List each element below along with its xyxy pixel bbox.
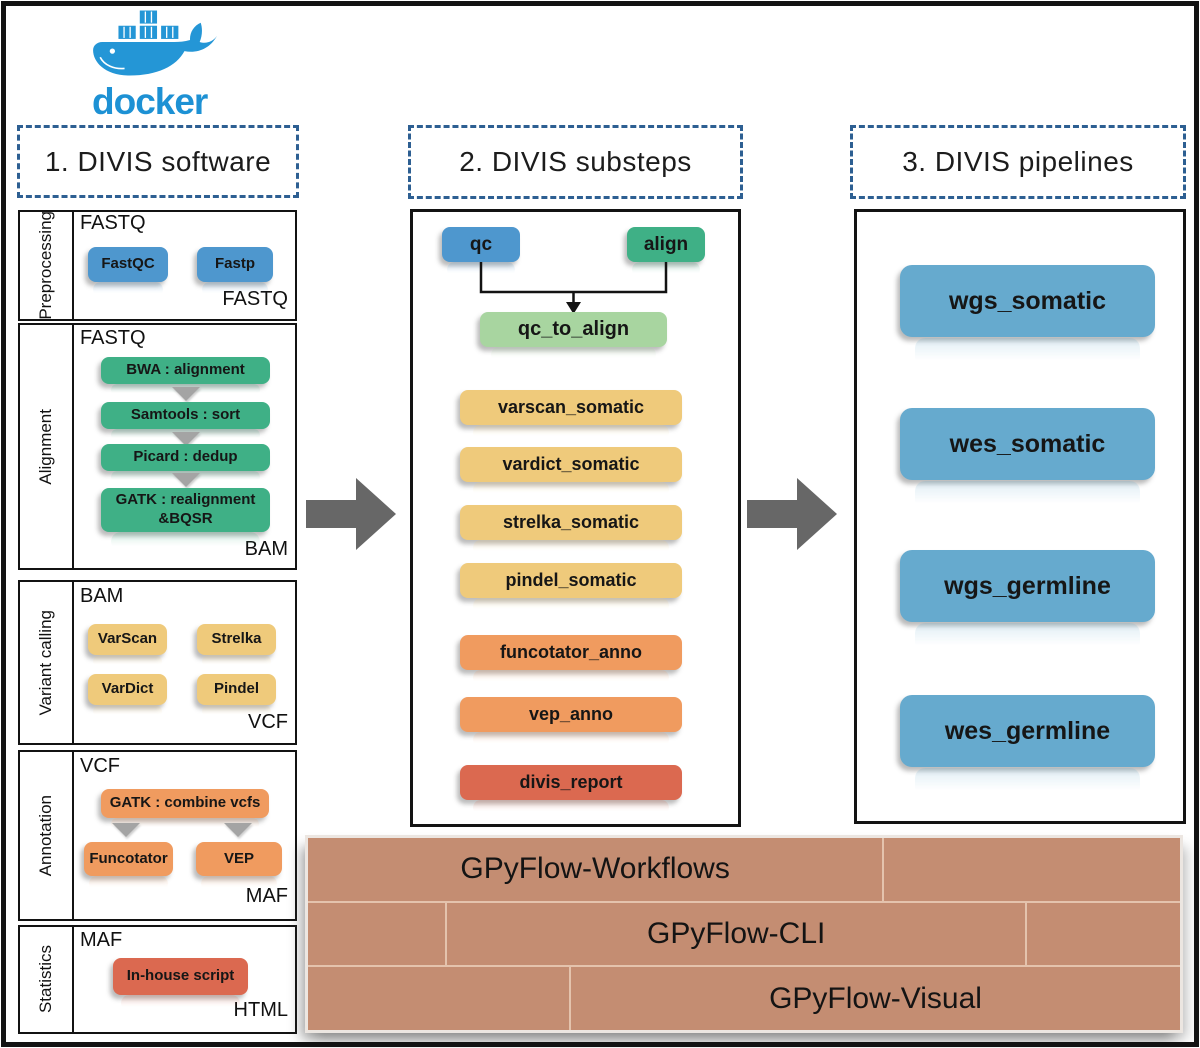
node-vep: VEP <box>196 842 282 876</box>
io-statistics-input: MAF <box>80 929 123 951</box>
flow-arrow-substeps-to-pipelines <box>747 478 837 550</box>
node-vardict: VarDict <box>88 674 167 705</box>
gpyflow-visual-cell: GPyFlow-Visual <box>569 967 1180 1031</box>
panel-preprocessing-label: Preprocessing <box>36 211 55 320</box>
node-qc-to-align: qc_to_align <box>480 312 667 347</box>
panel-statistics-label: Statistics <box>36 945 55 1014</box>
gpyflow-empty-cell <box>308 903 445 966</box>
node-gatk-combine-vcfs: GATK : combine vcfs <box>101 789 269 818</box>
node-varscan: VarScan <box>88 624 167 655</box>
node-picard-dedup: Picard : dedup <box>101 444 270 471</box>
header-divis-substeps-label: 2. DIVIS substeps <box>459 146 692 177</box>
io-variant-calling-input: BAM <box>80 585 124 607</box>
panel-annotation-label: Annotation <box>36 794 55 877</box>
gpyflow-cli-label: GPyFlow-CLI <box>647 917 826 950</box>
io-alignment-input: FASTQ <box>80 327 146 349</box>
connector-qc-align <box>479 262 668 314</box>
node-wes-somatic: wes_somatic <box>900 408 1155 480</box>
gpyflow-empty-cell <box>882 838 1180 901</box>
node-pindel-somatic: pindel_somatic <box>460 563 682 598</box>
panel-annotation-side: Annotation <box>20 752 74 919</box>
node-pindel: Pindel <box>197 674 276 705</box>
docker-wordmark: docker <box>92 81 208 122</box>
node-varscan-somatic: varscan_somatic <box>460 390 682 425</box>
node-divis-report: divis_report <box>460 765 682 800</box>
gpyflow-workflows-label: GPyFlow-Workflows <box>460 852 730 886</box>
gpyflow-empty-cell <box>1025 902 1180 966</box>
docker-whale-icon <box>93 8 217 76</box>
panel-alignment-side: Alignment <box>20 325 74 568</box>
node-align: align <box>627 227 705 262</box>
arrow-down-icon <box>224 823 252 837</box>
header-divis-software-label: 1. DIVIS software <box>44 145 272 177</box>
header-divis-substeps: 2. DIVIS substeps <box>408 125 743 199</box>
arrow-down-icon <box>172 387 200 401</box>
gpyflow-row-visual: GPyFlow-Visual <box>308 965 1180 1031</box>
node-wgs-germline: wgs_germline <box>900 550 1155 622</box>
node-fastqc: FastQC <box>88 247 168 282</box>
arrow-down-icon <box>112 823 140 837</box>
panel-variant-calling-side: Variant calling <box>20 582 74 743</box>
gpyflow-workflows-cell: GPyFlow-Workflows <box>308 838 882 901</box>
panel-preprocessing-side: Preprocessing <box>20 211 74 320</box>
arrow-down-icon <box>172 432 200 446</box>
io-preprocessing-input: FASTQ <box>80 212 146 234</box>
node-inhouse-script: In-house script <box>113 958 248 995</box>
node-bwa-alignment: BWA : alignment <box>101 357 270 384</box>
gpyflow-empty-cell <box>308 967 569 1030</box>
node-qc: qc <box>442 227 520 262</box>
panel-statistics-side: Statistics <box>20 927 74 1032</box>
panel-variant-calling-label: Variant calling <box>36 609 55 716</box>
node-strelka-somatic: strelka_somatic <box>460 505 682 540</box>
node-fastp: Fastp <box>197 247 273 282</box>
header-divis-software: 1. DIVIS software <box>17 125 299 198</box>
node-samtools-sort: Samtools : sort <box>101 402 270 429</box>
node-gatk-realignment: GATK : realignment &BQSR <box>101 488 270 532</box>
node-funcotator: Funcotator <box>84 842 173 876</box>
node-wgs-somatic: wgs_somatic <box>900 265 1155 337</box>
io-statistics-output: HTML <box>233 999 288 1021</box>
flow-arrow-software-to-substeps <box>306 478 396 550</box>
gpyflow-row-cli: GPyFlow-CLI <box>308 900 1180 966</box>
arrow-down-icon <box>172 473 200 487</box>
gpyflow-block: GPyFlow-Workflows GPyFlow-CLI GPyFlow-Vi… <box>308 838 1180 1031</box>
gpyflow-row-workflows: GPyFlow-Workflows <box>308 838 1180 901</box>
docker-logo: docker <box>88 8 228 123</box>
node-strelka: Strelka <box>197 624 276 655</box>
io-annotation-input: VCF <box>80 755 120 777</box>
node-vardict-somatic: vardict_somatic <box>460 447 682 482</box>
header-divis-pipelines: 3. DIVIS pipelines <box>850 125 1186 199</box>
node-funcotator-anno: funcotator_anno <box>460 635 682 670</box>
header-divis-pipelines-label: 3. DIVIS pipelines <box>902 146 1134 177</box>
node-vep-anno: vep_anno <box>460 697 682 732</box>
gpyflow-visual-label: GPyFlow-Visual <box>769 981 982 1015</box>
gpyflow-cli-cell: GPyFlow-CLI <box>445 902 1025 966</box>
node-wes-germline: wes_germline <box>900 695 1155 767</box>
panel-alignment-label: Alignment <box>36 408 55 485</box>
